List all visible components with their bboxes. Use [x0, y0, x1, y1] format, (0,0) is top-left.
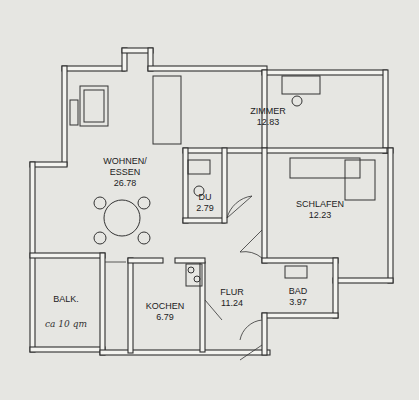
wall [62, 66, 125, 71]
wall [183, 218, 225, 223]
furniture-circle [292, 96, 302, 106]
wall [388, 148, 393, 283]
furniture-outline [70, 100, 78, 125]
room-label: BAD3.97 [287, 285, 310, 309]
wall [30, 347, 105, 352]
room-name: BALK. [53, 294, 79, 305]
furniture-circle [94, 197, 106, 209]
furniture-circle [94, 232, 106, 244]
room-label: SCHLAFEN12.23 [294, 198, 346, 222]
room-name: SCHLAFEN [296, 199, 344, 210]
area-value: 3.97 [289, 297, 307, 308]
room-label: KOCHEN6.79 [144, 300, 187, 324]
wall [100, 253, 105, 355]
area-value: ca 10 qm [45, 319, 87, 330]
room-label: ZIMMER12.83 [248, 105, 288, 129]
wall [262, 70, 387, 75]
area-value: 12.23 [309, 210, 332, 221]
door-swing [227, 196, 252, 218]
furniture-outline [188, 160, 210, 174]
wall [183, 148, 188, 223]
area-value: 11.24 [221, 298, 243, 309]
furniture-circle [194, 276, 200, 282]
room-name: BAD [289, 286, 308, 297]
door-swing [240, 320, 262, 340]
furniture-outline [282, 76, 320, 94]
room-label: DU2.79 [194, 191, 216, 215]
door-swing [240, 252, 262, 258]
wall [222, 148, 227, 223]
room-label: BALK. ca 10 qm [43, 293, 89, 331]
wall [128, 258, 163, 263]
wall [128, 258, 133, 353]
wall [148, 66, 267, 71]
wall [262, 313, 267, 355]
room-name: FLUR [220, 287, 244, 298]
room-name: WOHNEN/ ESSEN [103, 156, 147, 178]
wall [175, 258, 205, 263]
room-name: DU [199, 192, 212, 203]
wall [62, 66, 67, 166]
furniture-circle [104, 200, 140, 236]
room-name: KOCHEN [146, 301, 185, 312]
door-swing [240, 230, 262, 252]
wall [100, 350, 270, 355]
wall [262, 148, 267, 263]
door-swing [205, 300, 222, 320]
door-swing [227, 196, 252, 218]
furniture-circle [188, 267, 194, 273]
area-value: 6.79 [156, 312, 174, 323]
furniture-outline [290, 158, 360, 178]
area-value: 12.83 [257, 117, 280, 128]
wall [383, 70, 388, 153]
wall [262, 258, 338, 263]
room-name: ZIMMER [250, 106, 286, 117]
room-label: WOHNEN/ ESSEN26.78 [101, 155, 149, 190]
furniture-circle [138, 232, 150, 244]
door-swing [240, 345, 262, 360]
wall [333, 278, 393, 283]
furniture-outline [345, 160, 375, 200]
furniture-outline [285, 266, 307, 278]
wall [333, 258, 338, 318]
area-value: 2.79 [196, 203, 214, 214]
door-swing [105, 262, 126, 263]
furniture-outline [84, 90, 104, 122]
room-label: FLUR11.24 [218, 286, 246, 310]
wall [30, 253, 105, 258]
furniture [70, 76, 375, 360]
furniture-outline [153, 76, 181, 144]
furniture-outline [80, 86, 108, 126]
wall [262, 313, 338, 318]
area-value: 26.78 [114, 178, 137, 189]
furniture-outline [186, 264, 202, 286]
wall [183, 148, 387, 153]
furniture-circle [138, 197, 150, 209]
